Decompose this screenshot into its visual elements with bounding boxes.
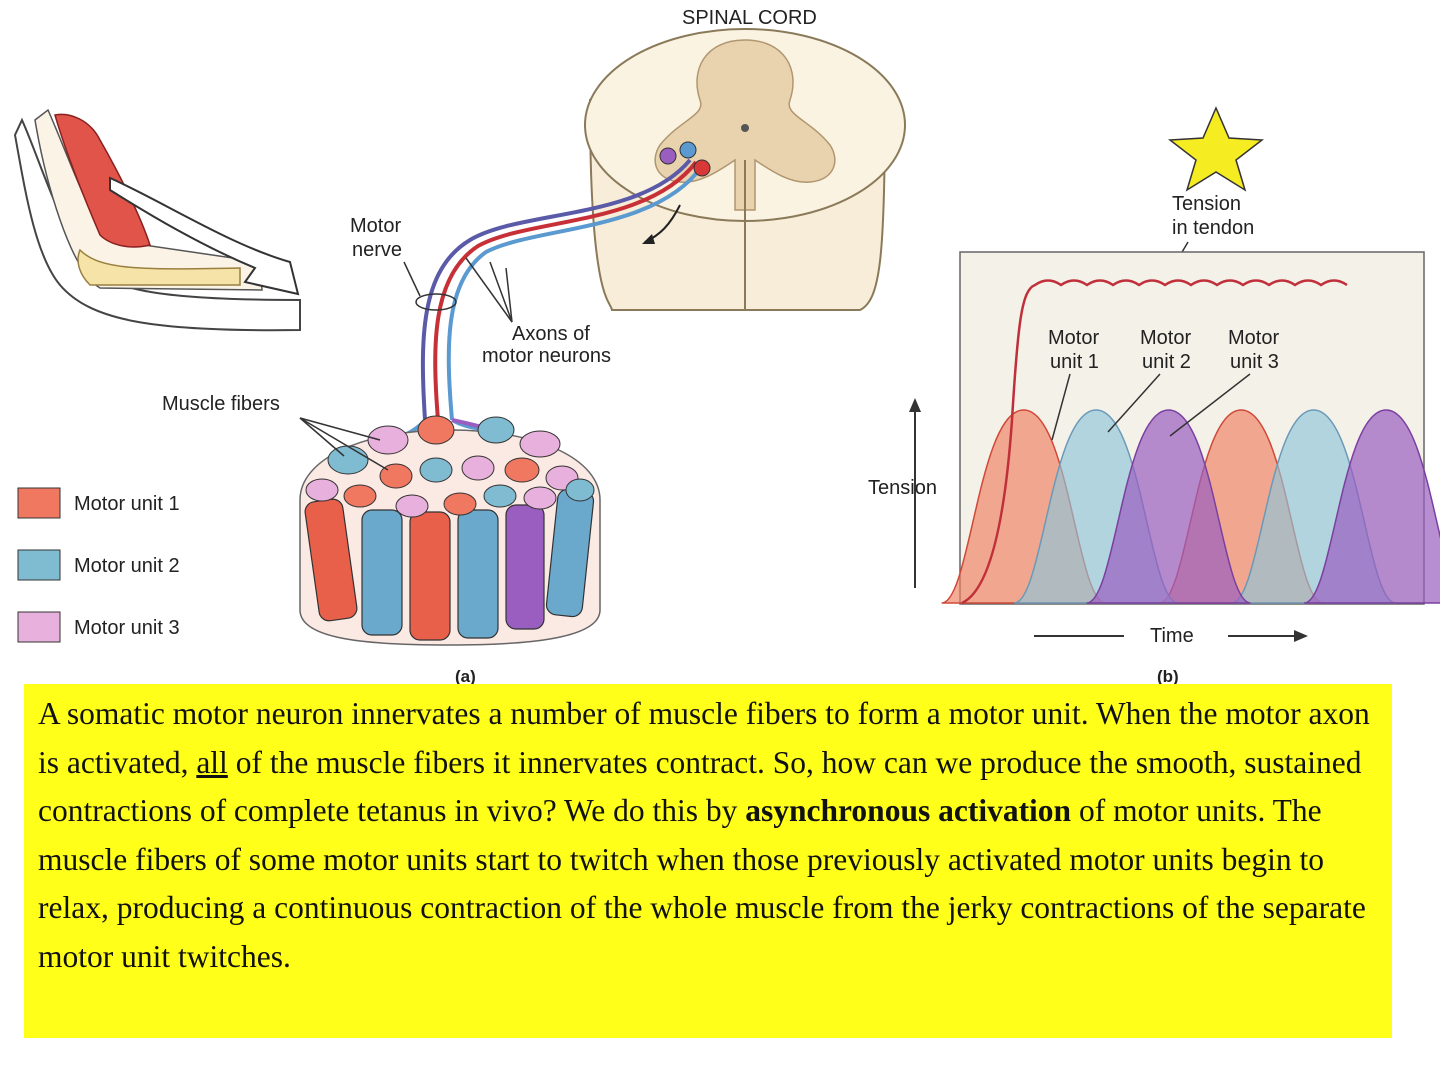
motor-nerve-label-1: Motor <box>350 215 401 237</box>
caption-bold: asynchronous activation <box>745 793 1072 829</box>
axons-label-2: motor neurons <box>482 345 611 367</box>
motor-nerve-label-2: nerve <box>352 239 402 261</box>
unit-1-label-2: unit 1 <box>1050 351 1099 373</box>
twitch-curves <box>941 409 1440 604</box>
twitch-motor-unit-3-2 <box>1303 409 1440 604</box>
star-icon <box>1167 106 1265 192</box>
unit-1-label-1: Motor <box>1048 327 1099 349</box>
motor-nerve-pointer <box>403 261 421 297</box>
unit-3-label-1: Motor <box>1228 327 1279 349</box>
y-axis-label: Tension <box>868 477 937 499</box>
legend-swatch-motor-unit-3 <box>17 611 61 643</box>
caption-part-1: A somatic motor neuron innervates a numb… <box>38 696 1370 780</box>
twitch-motor-unit-3-1 <box>1086 409 1251 604</box>
motor-unit-figure: SPINAL CORD Motor nerve Axons of motor n… <box>13 7 1440 686</box>
motor-nerve <box>349 158 704 472</box>
legend-swatch-motor-unit-2 <box>17 549 61 581</box>
panel-a-label: (a) <box>455 667 476 686</box>
caption-text: A somatic motor neuron innervates a numb… <box>38 690 1380 982</box>
signal-arrow-head <box>642 234 655 244</box>
caption-box: A somatic motor neuron innervates a numb… <box>24 684 1392 1038</box>
legend-label-motor-unit-2: Motor unit 2 <box>74 555 180 577</box>
legend-label-motor-unit-3: Motor unit 3 <box>74 617 180 639</box>
tendon-tension-curve <box>961 279 1348 605</box>
legend-swatch-motor-unit-1 <box>17 487 61 519</box>
muscle-fibers-label: Muscle fibers <box>162 393 280 415</box>
caption-underlined: all <box>196 744 228 780</box>
x-axis-label: Time <box>1150 625 1194 647</box>
motor-nerve-ring <box>415 293 457 311</box>
unit-2-label-2: unit 2 <box>1142 351 1191 373</box>
legend-label-motor-unit-1: Motor unit 1 <box>74 493 180 515</box>
neuron-cell-bodies <box>659 141 711 177</box>
axons-label-1: Axons of <box>512 323 590 345</box>
unit-3-label-2: unit 3 <box>1230 351 1279 373</box>
spinal-cord <box>584 28 906 311</box>
x-axis-arrowhead <box>1294 630 1308 642</box>
panel-b-label: (b) <box>1157 667 1179 686</box>
caption-part-2: of the muscle fibers it innervates contr… <box>38 744 1362 829</box>
unit-label-pointers <box>1051 373 1251 441</box>
muscle-fibers-pointers <box>299 417 389 471</box>
y-axis-arrowhead <box>909 398 921 412</box>
spinal-cord-label: SPINAL CORD <box>682 7 817 29</box>
legend: Motor unit 1 Motor unit 2 Motor unit 3 <box>17 487 180 643</box>
tendon-label-2: in tendon <box>1172 217 1254 239</box>
tendon-label-1: Tension <box>1172 193 1241 215</box>
axon-pointer-lines <box>465 257 513 323</box>
caption-part-3: of motor units. The muscle fibers of som… <box>38 793 1366 974</box>
unit-2-label-1: Motor <box>1140 327 1191 349</box>
arm-illustration <box>13 108 301 332</box>
unit-labels: Motor unit 1 Motor unit 2 Motor unit 3 <box>1048 327 1279 373</box>
muscle-fiber-bundle <box>299 415 601 646</box>
